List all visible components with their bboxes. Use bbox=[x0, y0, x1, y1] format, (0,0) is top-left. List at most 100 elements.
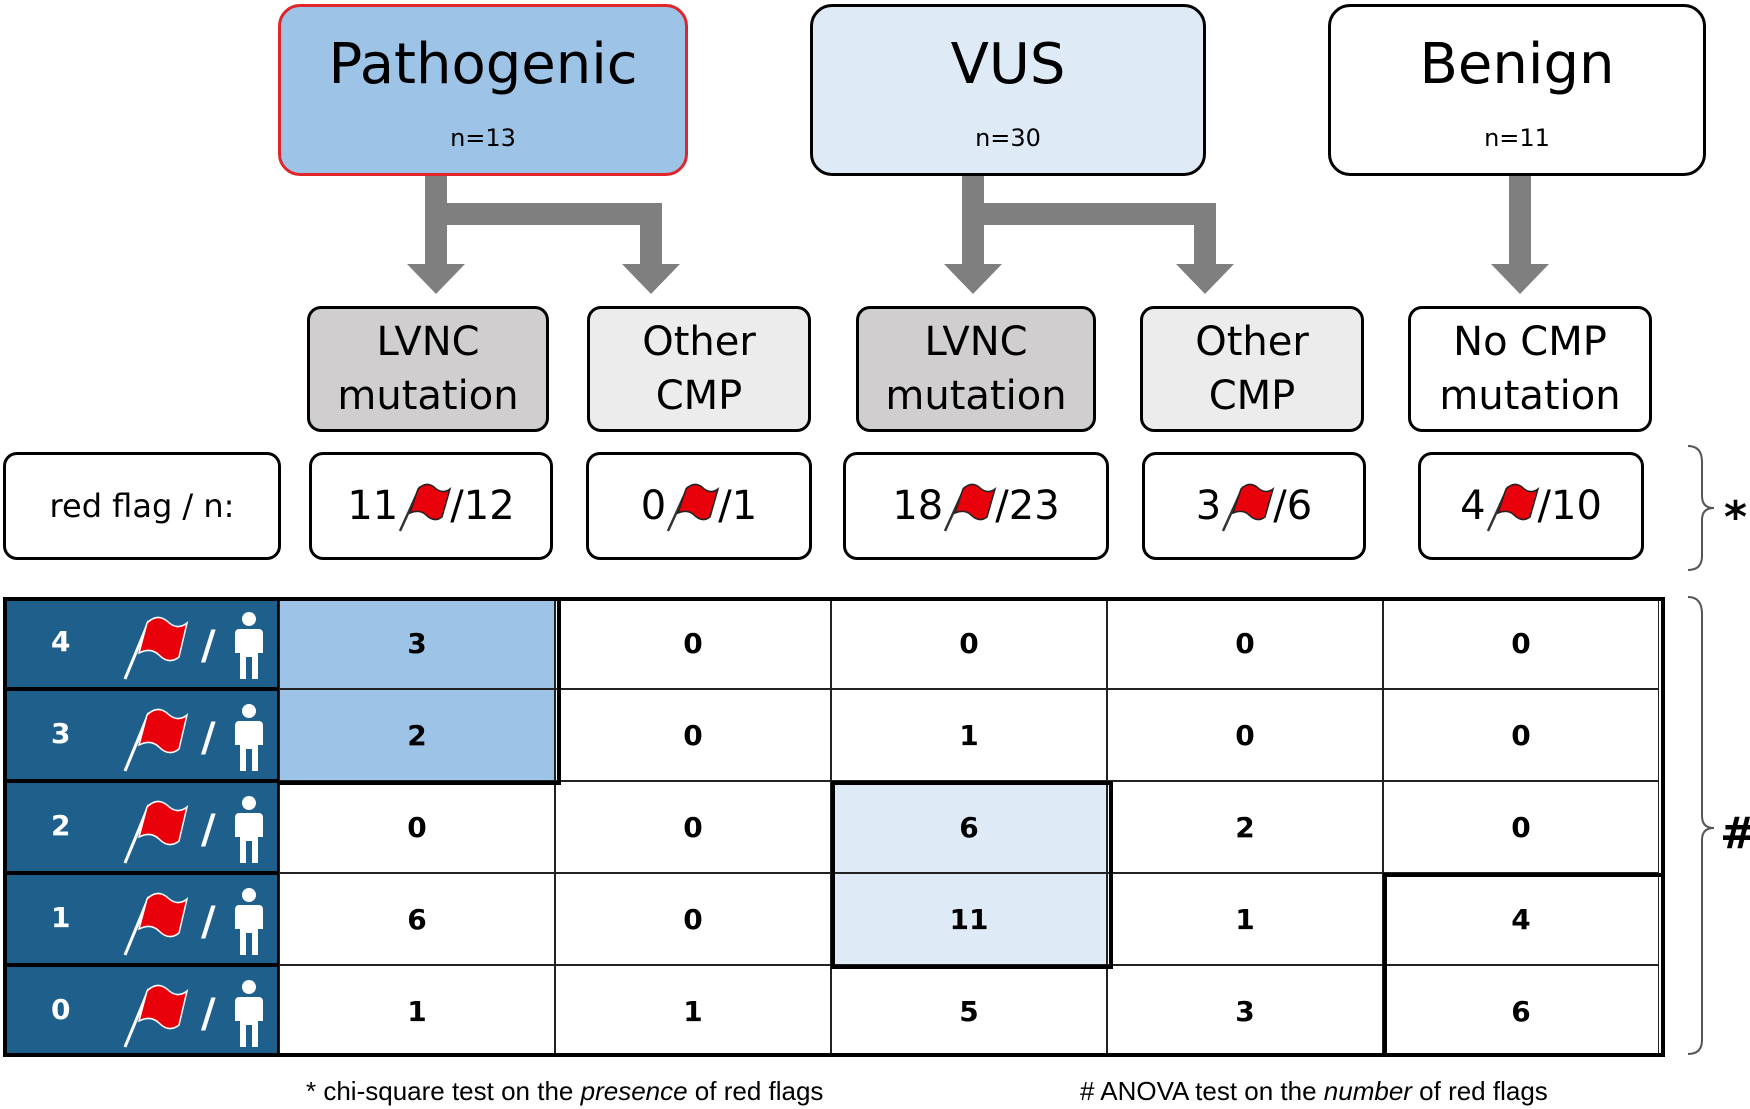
footnote-text: of red flags bbox=[687, 1076, 824, 1106]
row-separator: / bbox=[201, 715, 216, 761]
table-cell: 0 bbox=[279, 781, 555, 873]
row-flag-count: 0 bbox=[51, 993, 71, 1026]
subgroup-line2: mutation bbox=[885, 373, 1067, 419]
table-cell: 4 bbox=[1383, 873, 1659, 965]
table-cell: 6 bbox=[1383, 965, 1659, 1057]
category-title: VUS bbox=[950, 32, 1066, 97]
ratio-no-cmp: 4/10 bbox=[1418, 452, 1644, 560]
person-icon bbox=[235, 888, 263, 955]
table-cell: 0 bbox=[1383, 597, 1659, 689]
row-header: 2/ bbox=[3, 781, 279, 873]
flag-per-person-icon: / bbox=[121, 607, 271, 687]
category-count: n=11 bbox=[1484, 124, 1550, 152]
table-cell: 0 bbox=[1107, 689, 1383, 781]
ratio-other-pathogenic: 0/1 bbox=[586, 452, 812, 560]
red-flag-icon bbox=[123, 892, 189, 956]
footnote-emphasis: presence bbox=[580, 1076, 688, 1106]
red-flag-icon bbox=[664, 477, 720, 535]
table-cell: 3 bbox=[1107, 965, 1383, 1057]
ratio-other-vus: 3/6 bbox=[1142, 452, 1366, 560]
subgroup-line2: CMP bbox=[655, 373, 743, 419]
ratio-n: /10 bbox=[1537, 483, 1602, 529]
row-flag-count: 4 bbox=[51, 625, 71, 658]
table-cell: 0 bbox=[1383, 781, 1659, 873]
anova-marker: # bbox=[1720, 808, 1750, 859]
person-icon bbox=[235, 612, 263, 679]
table-cell: 6 bbox=[831, 781, 1107, 873]
ratio-lvnc-vus: 18/23 bbox=[843, 452, 1109, 560]
subgroup-line2: mutation bbox=[1439, 373, 1621, 419]
subgroup-line1: Other bbox=[1195, 319, 1309, 365]
row-flag-count: 3 bbox=[51, 717, 71, 750]
table-cell: 1 bbox=[1107, 873, 1383, 965]
row-separator: / bbox=[201, 991, 216, 1037]
row-flag-count: 2 bbox=[51, 809, 71, 842]
red-flag-icon bbox=[1484, 477, 1540, 535]
category-pathogenic: Pathogenic n=13 bbox=[278, 4, 688, 176]
table-cell: 3 bbox=[279, 597, 555, 689]
footnote-emphasis: number bbox=[1323, 1076, 1412, 1106]
table-cell: 1 bbox=[555, 965, 831, 1057]
category-count: n=13 bbox=[450, 124, 516, 152]
subgroup-line1: LVNC bbox=[376, 319, 480, 365]
table-cell: 0 bbox=[555, 873, 831, 965]
red-flag-icon bbox=[123, 800, 189, 864]
flag-per-person-icon: / bbox=[121, 699, 271, 779]
subgroup-no-cmp: No CMP mutation bbox=[1408, 306, 1652, 432]
ratio-n: /12 bbox=[450, 483, 515, 529]
subgroup-line1: Other bbox=[642, 319, 756, 365]
subgroup-line2: CMP bbox=[1208, 373, 1296, 419]
table-cell: 0 bbox=[1383, 689, 1659, 781]
table-cell: 1 bbox=[831, 689, 1107, 781]
table-cell: 0 bbox=[1107, 597, 1383, 689]
subgroup-lvnc-vus: LVNC mutation bbox=[856, 306, 1096, 432]
row-header: 4/ bbox=[3, 597, 279, 689]
category-title: Benign bbox=[1419, 32, 1615, 97]
ratio-lvnc-pathogenic: 11/12 bbox=[309, 452, 553, 560]
row-flag-count: 1 bbox=[51, 901, 71, 934]
red-flag-icon bbox=[123, 708, 189, 772]
row-header: 3/ bbox=[3, 689, 279, 781]
person-icon bbox=[235, 796, 263, 863]
category-title: Pathogenic bbox=[328, 32, 638, 97]
category-vus: VUS n=30 bbox=[810, 4, 1206, 176]
row-header: 1/ bbox=[3, 873, 279, 965]
ratio-n: /1 bbox=[718, 483, 758, 529]
subgroup-line1: LVNC bbox=[924, 319, 1028, 365]
red-flag-icon bbox=[1219, 477, 1275, 535]
table-cell: 1 bbox=[279, 965, 555, 1057]
footnote-text: # ANOVA test on the bbox=[1080, 1076, 1324, 1106]
ratio-n: /6 bbox=[1273, 483, 1313, 529]
person-icon bbox=[235, 704, 263, 771]
table-cell: 11 bbox=[831, 873, 1107, 965]
table-cell: 0 bbox=[555, 597, 831, 689]
footnote-text: * chi-square test on the bbox=[306, 1076, 581, 1106]
table-cell: 2 bbox=[279, 689, 555, 781]
chi-square-marker: * bbox=[1724, 492, 1748, 543]
ratio-flags: 11 bbox=[347, 483, 399, 529]
row-separator: / bbox=[201, 623, 216, 669]
table-cell: 0 bbox=[831, 597, 1107, 689]
red-flag-icon bbox=[941, 477, 997, 535]
ratio-n: /23 bbox=[995, 483, 1060, 529]
subgroup-line1: No CMP bbox=[1453, 319, 1607, 365]
red-flag-icon bbox=[123, 984, 189, 1048]
ratio-flags: 4 bbox=[1460, 483, 1486, 529]
red-flag-ratio-label: red flag / n: bbox=[3, 452, 281, 560]
red-flag-icon bbox=[396, 477, 452, 535]
footnote-anova: # ANOVA test on the number of red flags bbox=[1080, 1076, 1548, 1107]
table-cell: 2 bbox=[1107, 781, 1383, 873]
category-count: n=30 bbox=[975, 124, 1041, 152]
ratio-flags: 18 bbox=[892, 483, 944, 529]
table-cell: 5 bbox=[831, 965, 1107, 1057]
flag-per-person-icon: / bbox=[121, 975, 271, 1055]
table-cell: 6 bbox=[279, 873, 555, 965]
